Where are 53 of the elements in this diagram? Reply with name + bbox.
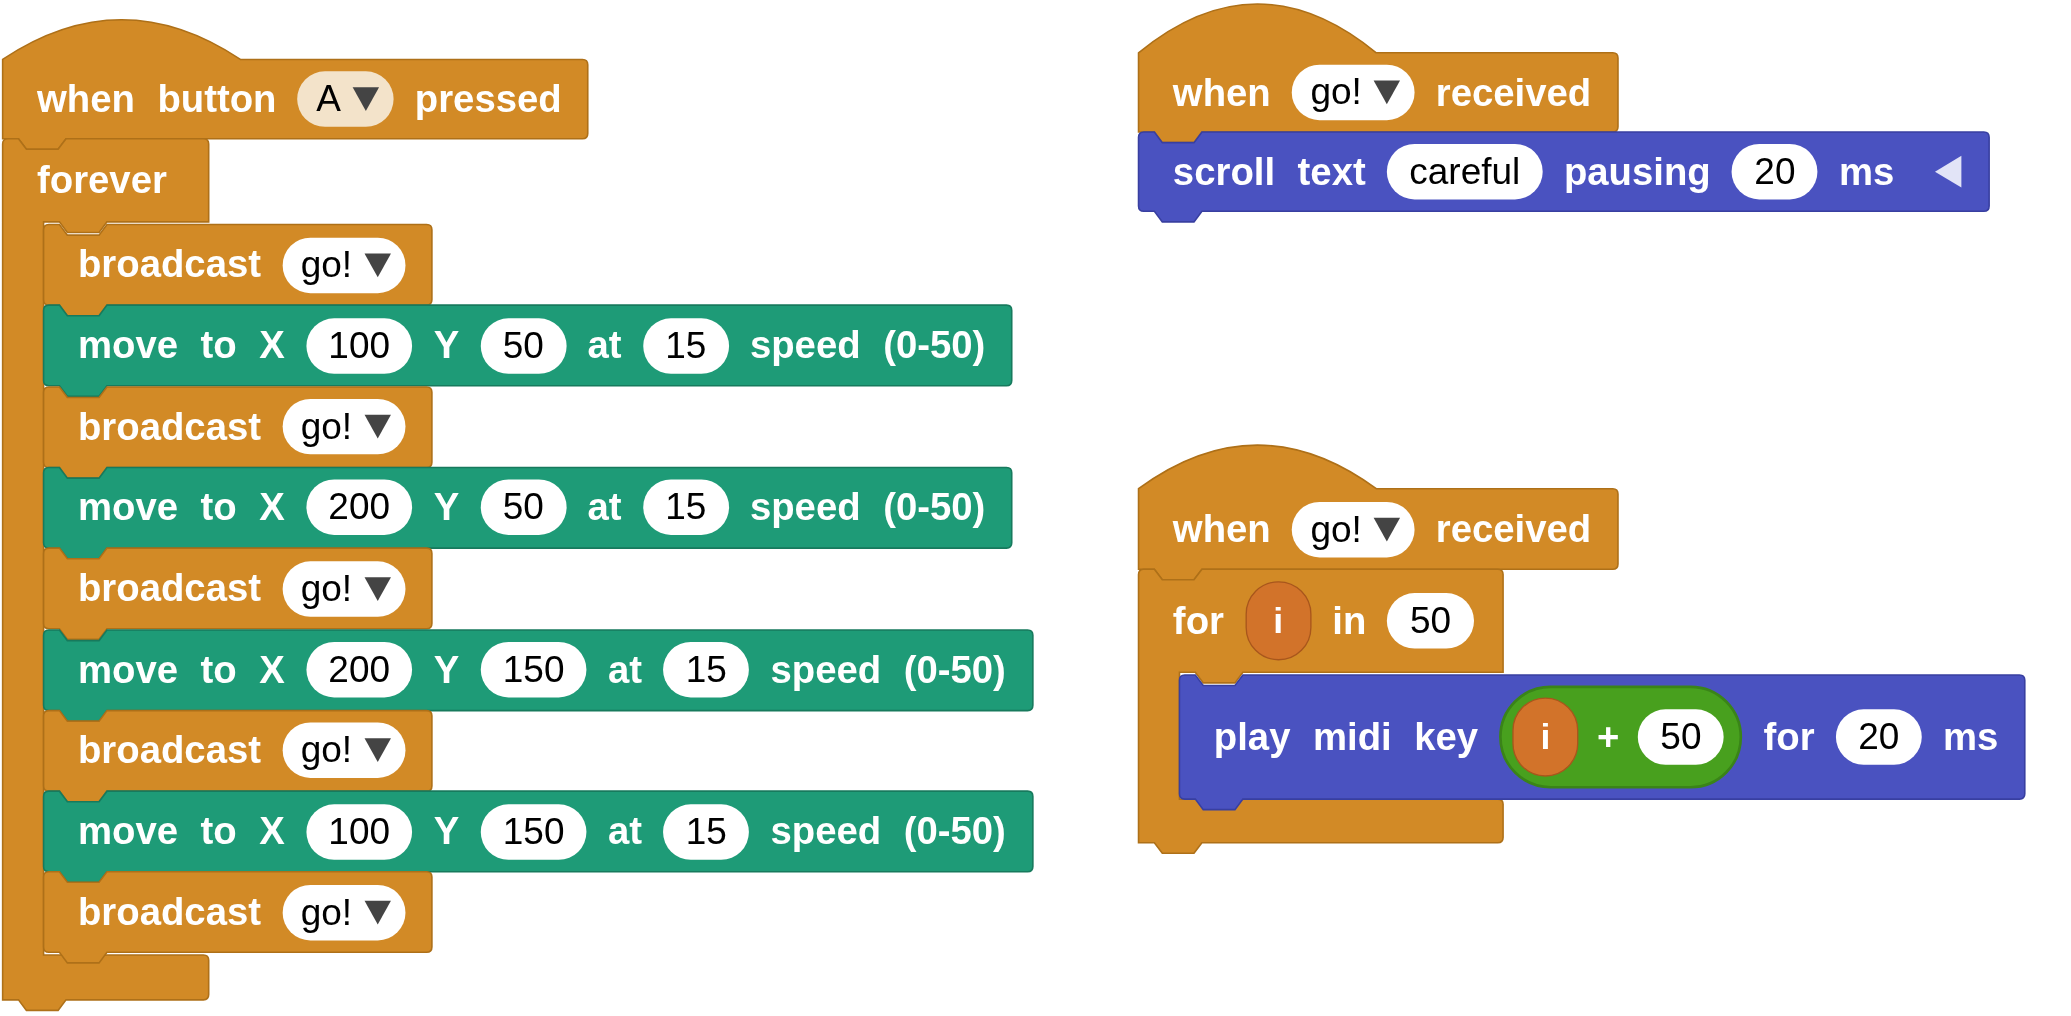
variable-block: i bbox=[1512, 697, 1579, 777]
block-label: ms bbox=[1839, 149, 1895, 194]
block-label: forever bbox=[37, 158, 167, 203]
block-label: when button bbox=[37, 77, 277, 121]
move-block bbox=[43, 467, 1012, 559]
block-label: speed (0-50) bbox=[770, 647, 1006, 692]
block-label: speed (0-50) bbox=[749, 324, 986, 368]
block-label: speed (0-50) bbox=[770, 809, 1006, 854]
event-block bbox=[1138, 445, 1618, 580]
block-label: at bbox=[587, 324, 622, 368]
move-block bbox=[43, 305, 1012, 397]
block-label: received bbox=[1435, 70, 1592, 115]
event-block bbox=[2, 19, 588, 150]
block-label: in bbox=[1332, 599, 1367, 643]
block-label: move to X bbox=[77, 485, 285, 530]
block-label: Y bbox=[433, 647, 460, 692]
block-label: broadcast bbox=[77, 890, 261, 935]
broadcast-block bbox=[43, 872, 432, 964]
operator-symbol: + bbox=[1597, 715, 1620, 759]
block-label: move to X bbox=[77, 324, 285, 368]
dropdown: go! bbox=[282, 237, 405, 293]
block-label: Y bbox=[433, 809, 460, 854]
dropdown: go! bbox=[1291, 64, 1415, 121]
block-label: broadcast bbox=[77, 404, 261, 449]
block-label: received bbox=[1435, 507, 1592, 551]
block-label: ms bbox=[1943, 715, 1999, 759]
block-label: broadcast bbox=[77, 566, 261, 611]
block-label: Y bbox=[433, 324, 460, 368]
block-label: pausing bbox=[1563, 149, 1711, 194]
block-label: Y bbox=[433, 485, 460, 530]
block-label: pressed bbox=[414, 77, 562, 121]
value-input: 50 bbox=[1637, 709, 1724, 765]
block-label: for bbox=[1172, 599, 1224, 643]
block-label: for bbox=[1763, 715, 1815, 759]
play-note-block bbox=[1179, 674, 2025, 810]
block-label: broadcast bbox=[77, 243, 261, 287]
block-label: speed (0-50) bbox=[749, 485, 986, 530]
dropdown: go! bbox=[282, 399, 405, 455]
block-label: move to X bbox=[77, 647, 285, 692]
block-label: broadcast bbox=[77, 728, 261, 773]
dropdown: go! bbox=[282, 722, 405, 779]
block-label: at bbox=[587, 485, 622, 530]
value-input: careful bbox=[1386, 143, 1543, 200]
block-label: when bbox=[1172, 507, 1271, 551]
block-label: at bbox=[608, 647, 643, 692]
move-block bbox=[43, 791, 1033, 883]
block-label: move to X bbox=[77, 809, 285, 854]
block-label: play midi key bbox=[1213, 715, 1479, 759]
block-label: scroll text bbox=[1172, 149, 1366, 194]
move-block bbox=[43, 629, 1033, 721]
block-label: when bbox=[1172, 70, 1271, 115]
block-label: at bbox=[608, 809, 643, 854]
scroll-text-block bbox=[1138, 132, 1990, 222]
